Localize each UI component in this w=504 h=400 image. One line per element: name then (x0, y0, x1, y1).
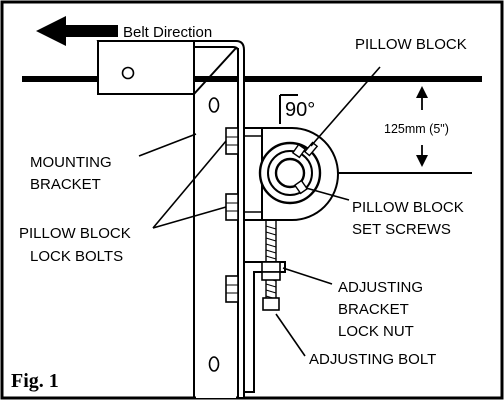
leader-lines (138, 66, 381, 357)
pillow-block (243, 127, 339, 221)
label-mounting-bracket-line2: BRACKET (30, 176, 101, 193)
lock-bolt-bottom (225, 275, 239, 303)
label-adjusting-bolt: ADJUSTING BOLT (309, 351, 436, 368)
figure-label: Fig. 1 (11, 370, 59, 392)
lock-bolt-upper (225, 127, 239, 155)
label-set-screws-line1: PILLOW BLOCK (352, 199, 464, 216)
right-angle-indicator (279, 94, 298, 124)
bracket-hole (121, 66, 135, 80)
label-mounting-bracket-line1: MOUNTING (30, 154, 112, 171)
lock-bolt-lower (225, 193, 239, 221)
adjusting-bracket (243, 261, 286, 393)
angle-label: 90° (285, 99, 315, 121)
label-lock-bolts-line2: LOCK BOLTS (30, 248, 123, 265)
label-set-screws-line2: SET SCREWS (352, 221, 451, 238)
grease-fitting (303, 141, 319, 157)
set-screw-upper (291, 143, 307, 159)
belt-direction-arrow (36, 16, 118, 46)
shaft (274, 157, 306, 189)
dimension-label: 125mm (5") (384, 122, 449, 136)
label-pillow-block: PILLOW BLOCK (355, 36, 467, 53)
mounting-bracket (96, 40, 245, 399)
belt-direction-label: Belt Direction (123, 24, 212, 41)
label-adjusting-bracket-line2: BRACKET (338, 301, 409, 318)
set-screw-lower (293, 179, 309, 195)
label-adjusting-bracket-line3: LOCK NUT (338, 323, 414, 340)
adjusting-bracket-lock-nut (261, 261, 281, 281)
bracket-slot (208, 97, 220, 113)
bracket-slot (208, 356, 220, 372)
label-adjusting-bracket-line1: ADJUSTING (338, 279, 423, 296)
label-lock-bolts-line1: PILLOW BLOCK (19, 225, 131, 242)
dimension-marker (416, 86, 428, 167)
